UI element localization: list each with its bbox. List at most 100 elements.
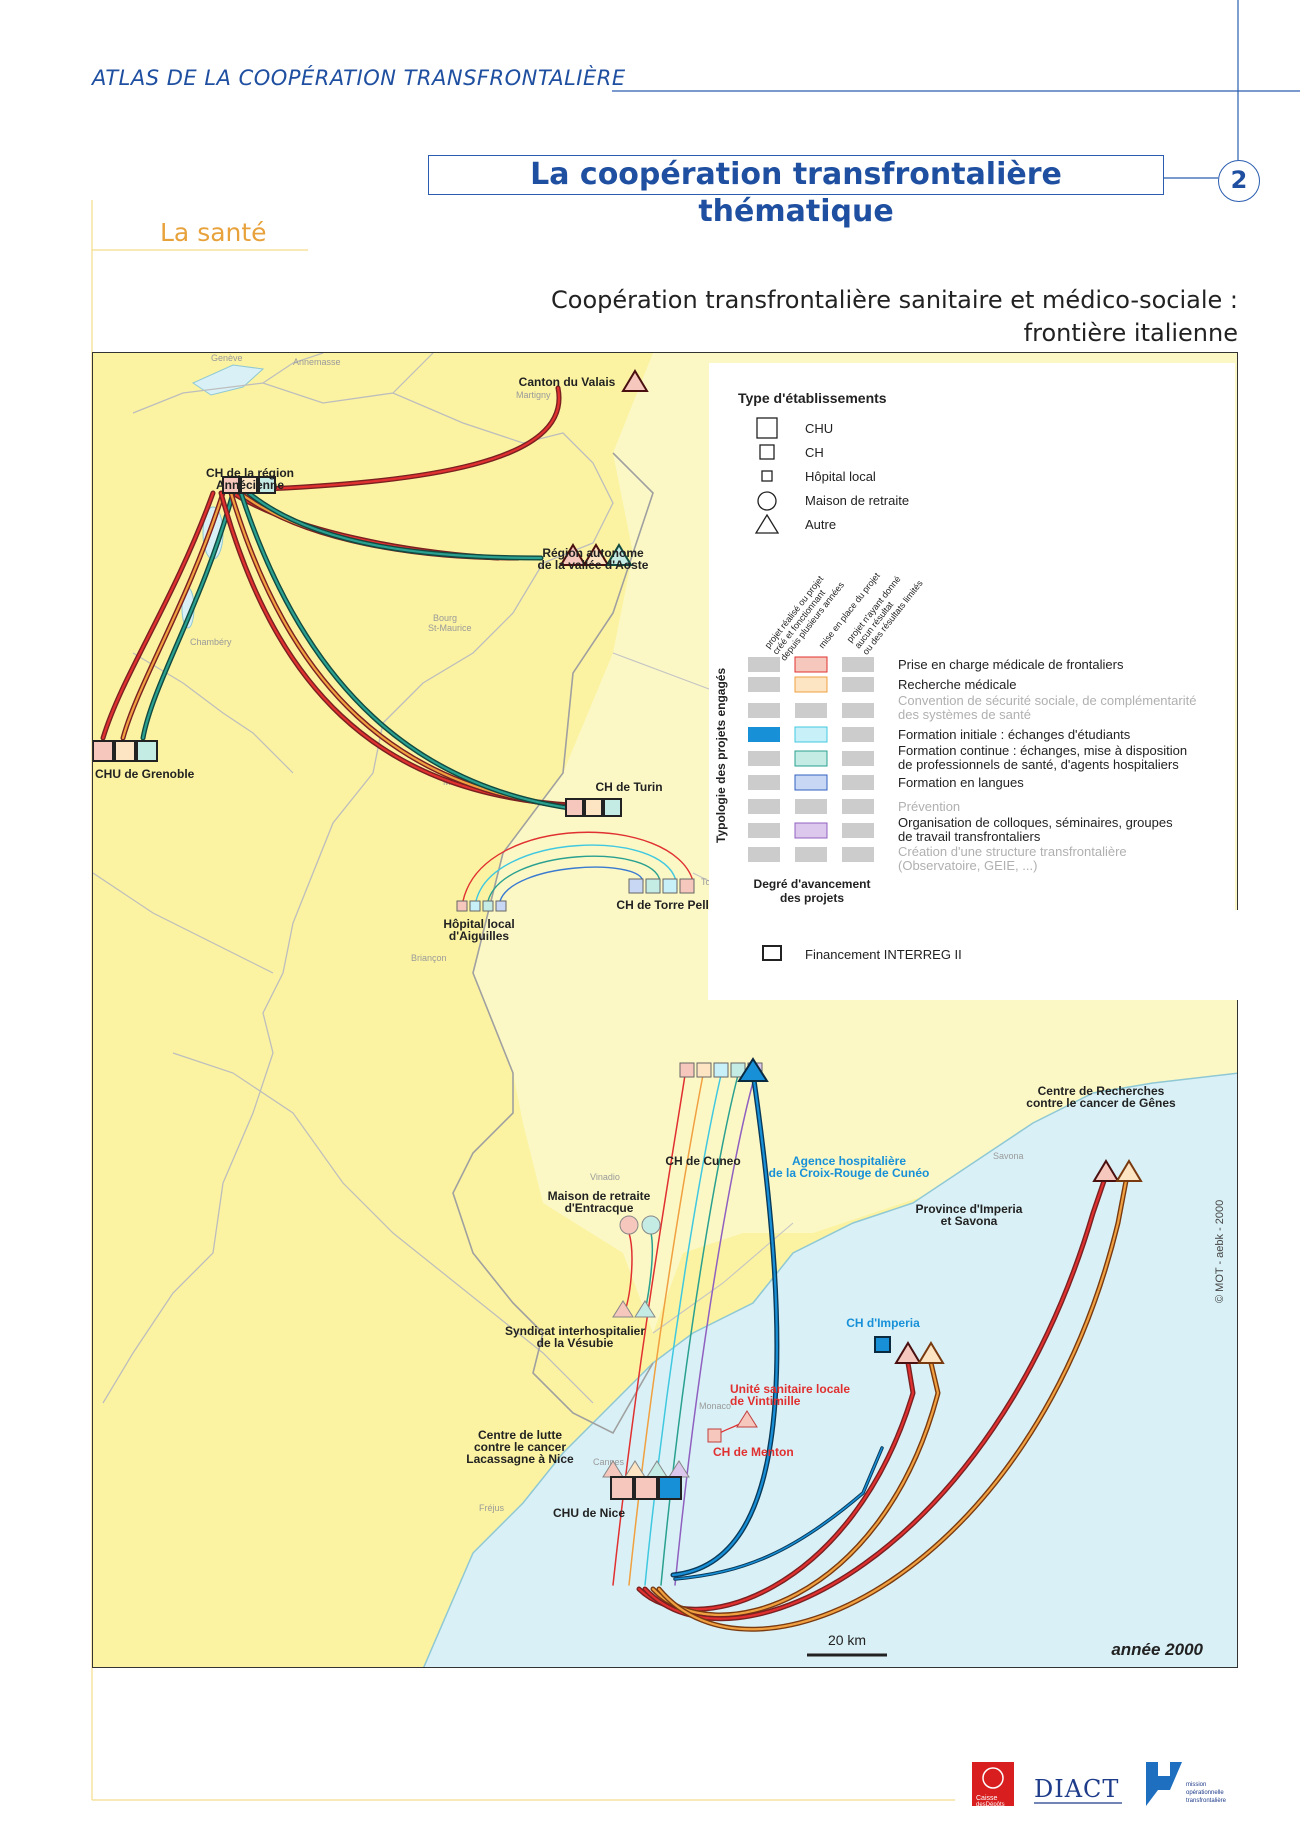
label-lacassagne-2: contre le cancer [474,1440,566,1454]
node-cuneo-2 [696,1062,712,1078]
node-province-1 [894,1341,922,1364]
atlas-title: ATLAS DE LA COOPÉRATION TRANSFRONTALIÈRE [92,66,626,90]
cdc-logo: Caisse desDépôts [972,1762,1014,1808]
label-lacassagne-1: Centre de lutte [478,1428,562,1442]
svg-text:des systèmes de santé: des systèmes de santé [898,707,1031,722]
label-aiguilles-2: d'Aiguilles [449,929,510,943]
node-grenoble-1 [93,740,114,762]
node-torre-2 [645,878,661,894]
svg-text:opérationnelle: opérationnelle [1186,1790,1224,1796]
svg-text:Monaco: Monaco [699,1401,731,1411]
link-nice-genes-2 [657,1179,1128,1631]
label-entracque-1: Maison de retraite [548,1189,651,1203]
map-title-line-2: frontière italienne [1023,319,1238,347]
label-province-1: Province d'Imperia [916,1202,1023,1216]
svg-text:(Observatoire, GEIE, ...): (Observatoire, GEIE, ...) [898,858,1037,873]
svg-text:Fréjus: Fréjus [479,1503,505,1513]
svg-text:Recherche médicale: Recherche médicale [898,677,1017,692]
label-menton: CH de Menton [713,1445,794,1459]
node-menton [707,1428,722,1443]
scale-bar: 20 km [807,1632,887,1657]
node-aoste-3 [605,543,633,566]
label-grenoble: CHU de Grenoble [95,767,195,781]
node-torre-1 [628,878,644,894]
svg-text:Formation en langues: Formation en langues [898,775,1024,790]
label-turin: CH de Turin [595,780,662,794]
svg-text:mission: mission [1186,1782,1206,1788]
node-genes-2 [1115,1159,1143,1182]
node-turin-2 [584,798,603,817]
legend-degree-2: des projets [780,891,844,905]
svg-text:Bourg: Bourg [433,613,457,623]
legend-type-chu: CHU [805,421,833,436]
svg-text:Martigny: Martigny [516,390,551,400]
lake-geneva [191,364,265,396]
legend-type-ch: CH [805,445,824,460]
label-annecy-2: Annécienne [216,478,284,492]
label-aiguilles-1: Hôpital local [443,917,514,931]
svg-text:DIACT: DIACT [1034,1775,1119,1803]
node-vintimille [736,1410,758,1428]
svg-text:Organisation de colloques, sém: Organisation de colloques, séminaires, g… [898,815,1173,830]
map-year: année 2000 [1111,1640,1203,1659]
link-annecy-grenoble-1 [101,491,215,740]
label-vintimille-1: Unité sanitaire locale [730,1382,850,1396]
link-annecy-grenoble-3 [141,491,235,740]
link-annecy-grenoble-2 [121,491,225,740]
department-border-west [102,382,614,1404]
label-vintimille-2: de Vintimille [730,1394,801,1408]
legend-row-8: Création d'une structure transfrontalièr… [748,844,1127,873]
label-lacassagne-3: Lacassagne à Nice [466,1452,574,1466]
node-province-2 [917,1341,945,1364]
legend-row-6: Prévention [748,799,960,814]
node-vesubie-2 [634,1300,656,1318]
legend-background [709,363,1235,911]
map-title-line-1: Coopération transfrontalière sanitaire e… [551,286,1238,314]
map-nodes [93,369,1143,1500]
label-agence-2: de la Croix-Rouge de Cunéo [769,1166,930,1180]
legend-row-4: Formation continue : échanges, mise à di… [748,743,1187,772]
node-vesubie-1 [612,1300,634,1318]
legend-interreg-block: Financement INTERREG II [708,910,1238,1000]
label-genes-2: contre le cancer de Gênes [1026,1096,1176,1110]
label-aoste-1: Région autonome [542,546,644,560]
svg-text:Briançon: Briançon [411,953,447,963]
legend-row-7: Organisation de colloques, séminaires, g… [748,815,1173,844]
node-nice-2 [634,1476,658,1500]
legend-type-title: Type d'établissements [738,390,887,406]
svg-text:Prévention: Prévention [898,799,960,814]
mot-logo: mission opérationnelle transfrontalière [1146,1762,1227,1806]
node-valais [621,369,649,392]
node-grenoble-2 [114,740,136,762]
link-annecy-turin-3 [239,491,595,813]
node-annecy-1 [222,476,240,494]
node-aiguilles-3 [482,900,494,912]
svg-text:Genève: Genève [211,353,243,363]
svg-text:desDépôts: desDépôts [976,1802,1005,1808]
node-annecy-3 [258,476,276,494]
label-annecy-1: CH de la région [206,466,294,480]
svg-text:de professionnels de santé, d': de professionnels de santé, d'agents hos… [898,757,1179,772]
svg-text:de travail transfrontaliers: de travail transfrontaliers [898,829,1041,844]
node-entracque-1 [619,1215,639,1235]
place-labels: Canton du Valais CH de la région Annécie… [95,375,1176,1520]
legend-row-2: Convention de sécurité sociale, de compl… [748,693,1196,722]
link-entracque-vesubie-1 [624,1232,633,1312]
node-aoste-2 [582,543,610,566]
national-border [452,452,654,1435]
legend-ch-symbol [759,444,775,460]
svg-text:Convention de sécurité sociale: Convention de sécurité sociale, de compl… [898,693,1196,708]
sea [423,1073,1237,1667]
node-aiguilles-4 [495,900,507,912]
legend-row-5: Formation en langues [748,774,1024,791]
link-aiguilles-torre-1 [462,831,694,902]
svg-text:Prise en charge médicale de fr: Prise en charge médicale de frontaliers [898,657,1124,672]
legend-type-hopital: Hôpital local [805,469,876,484]
footer-logos: Caisse desDépôts DIACT mission opération… [972,1762,1227,1808]
department-borders [93,353,594,1404]
legend-row-1: Recherche médicale [748,676,1017,693]
legend-interreg-symbol [762,945,782,961]
svg-text:Chambéry: Chambéry [190,637,232,647]
node-nice-1 [610,1476,634,1500]
legend-maison-symbol [757,491,777,511]
